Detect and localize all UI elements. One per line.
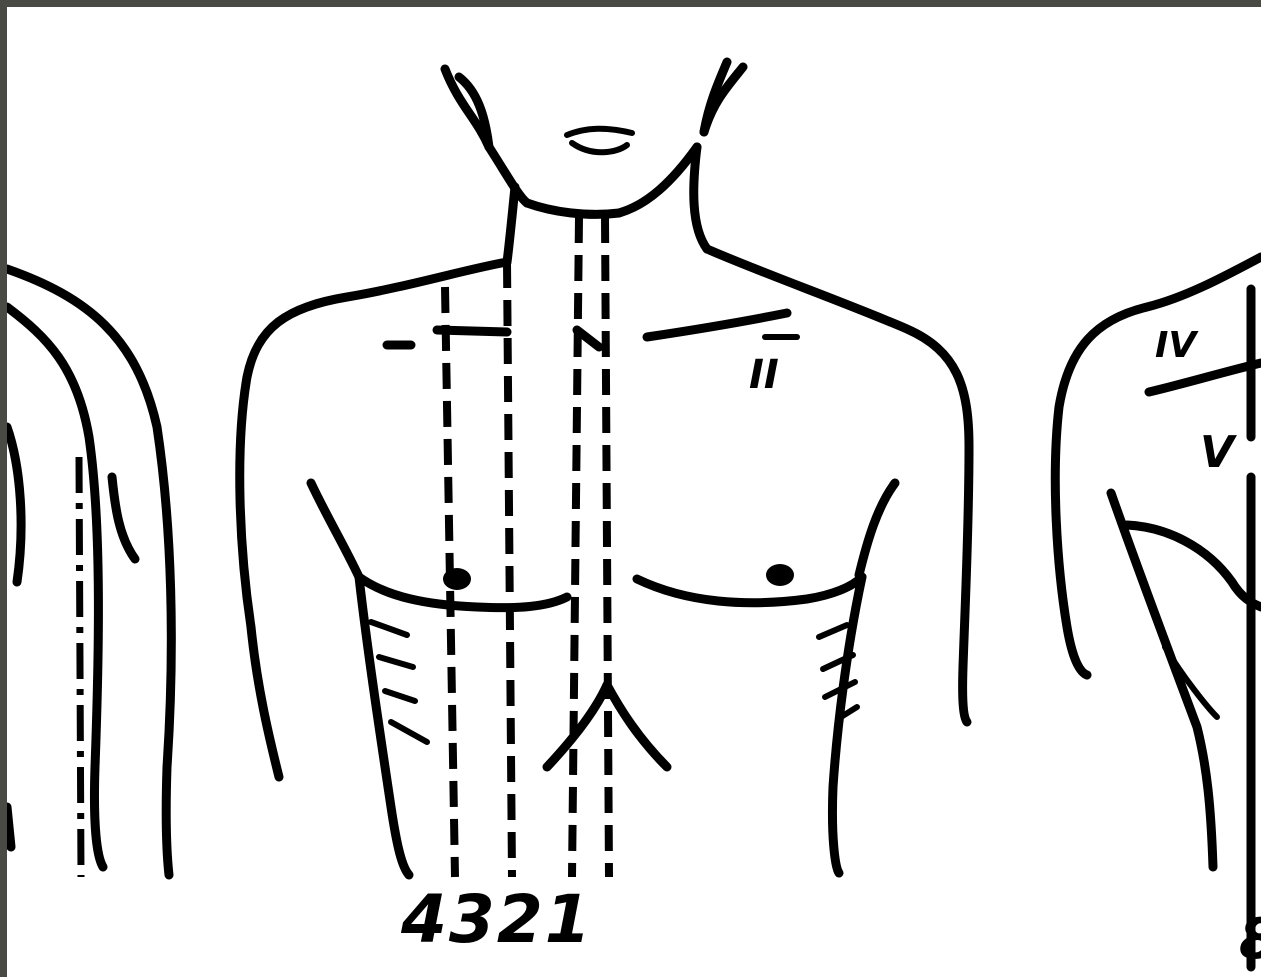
right-edge-label-fragment: 8	[1239, 907, 1261, 972]
reference-line-numbers: 4321	[401, 887, 593, 953]
left-figure	[7, 269, 171, 877]
diagram-drawing	[7, 7, 1261, 977]
region-label-v: V	[1200, 427, 1234, 478]
reference-line-2	[572, 217, 579, 877]
region-label-iv: IV	[1155, 325, 1196, 366]
reference-line-3	[507, 262, 512, 877]
region-label-ii: II	[749, 352, 779, 398]
reference-line-1	[605, 217, 609, 877]
center-figure	[240, 62, 969, 877]
anatomy-diagram: 4321 II IV V 8	[7, 7, 1261, 977]
